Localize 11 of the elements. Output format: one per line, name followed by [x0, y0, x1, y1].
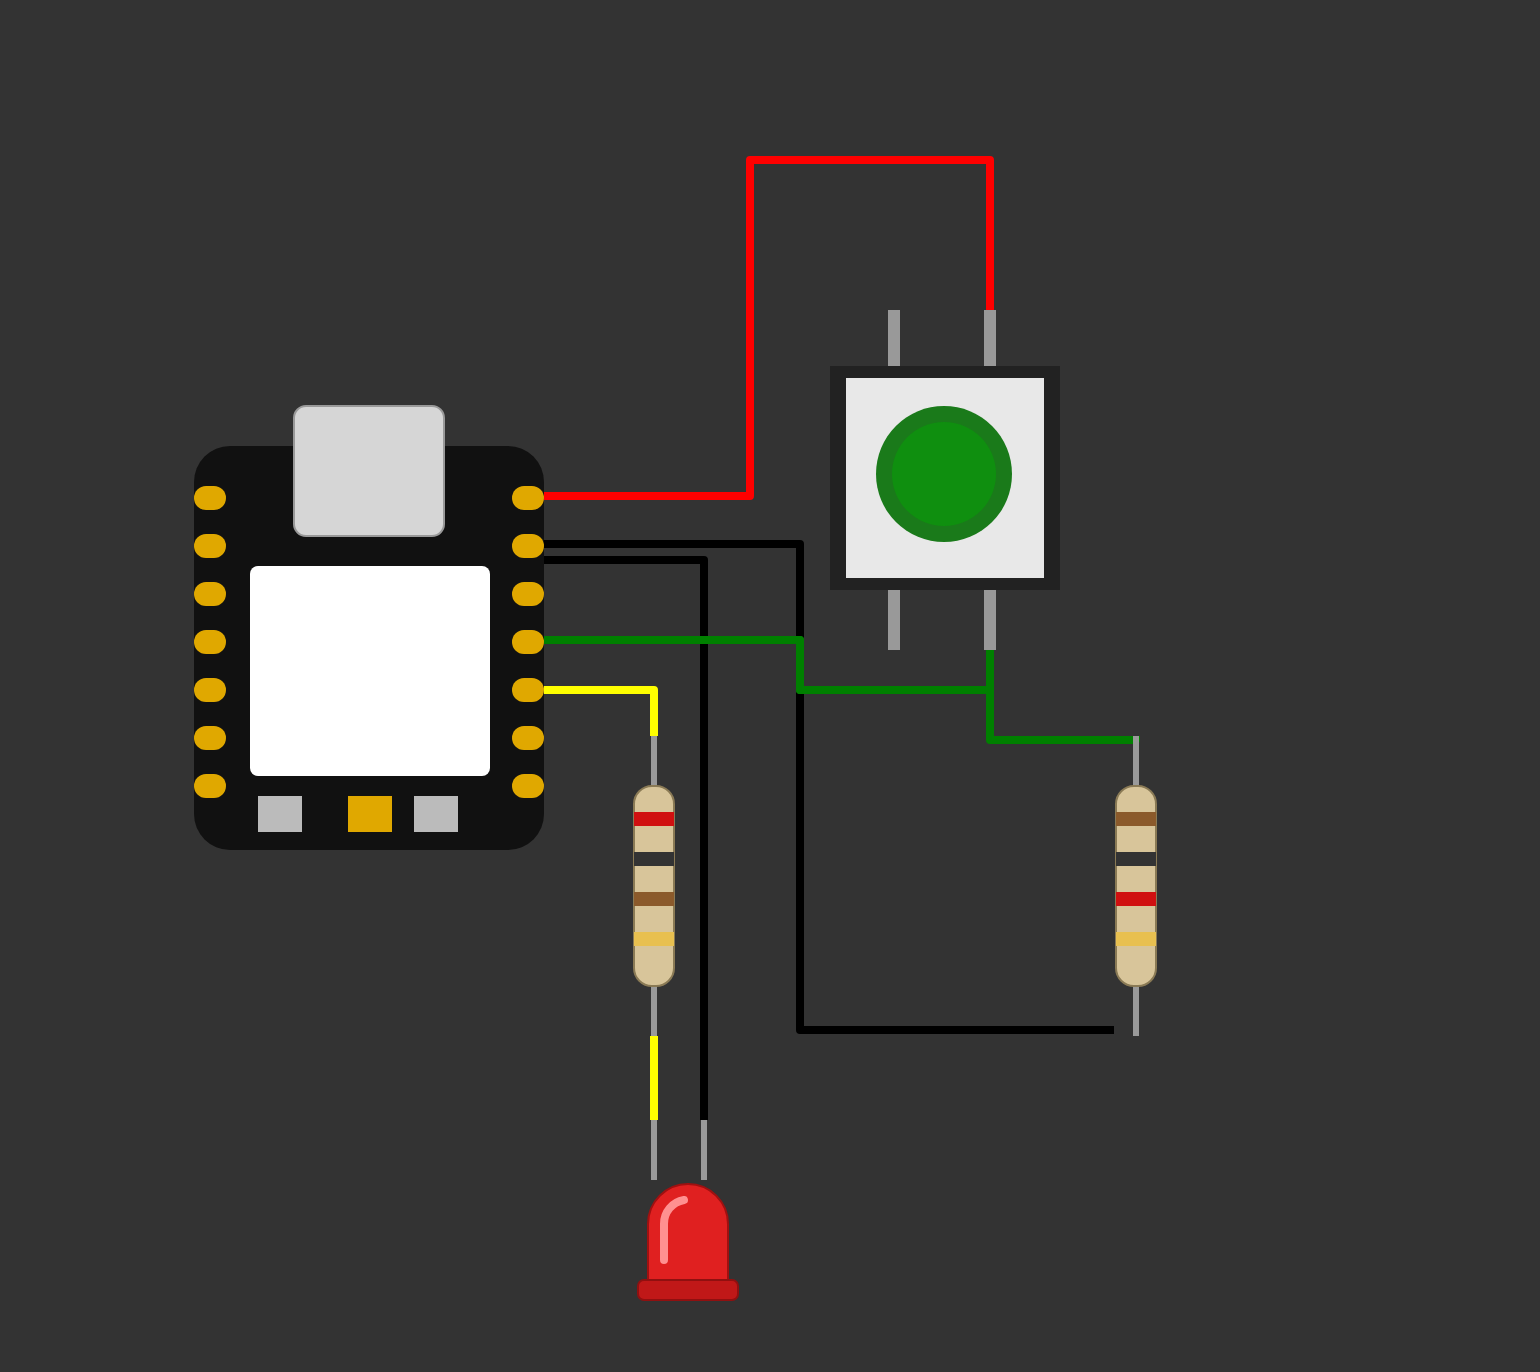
- wire: [544, 636, 1140, 744]
- push-button-drawing: [830, 310, 1060, 650]
- led-drawing: [636, 1120, 740, 1304]
- wire: [544, 156, 994, 500]
- wire: [544, 540, 1114, 1034]
- microcontroller-board-drawing: [194, 406, 544, 850]
- wire: [544, 556, 708, 1120]
- wire: [544, 686, 658, 736]
- resistor-drawing: [1114, 736, 1158, 1036]
- resistor-drawing: [632, 736, 676, 1036]
- wire: [650, 1036, 658, 1120]
